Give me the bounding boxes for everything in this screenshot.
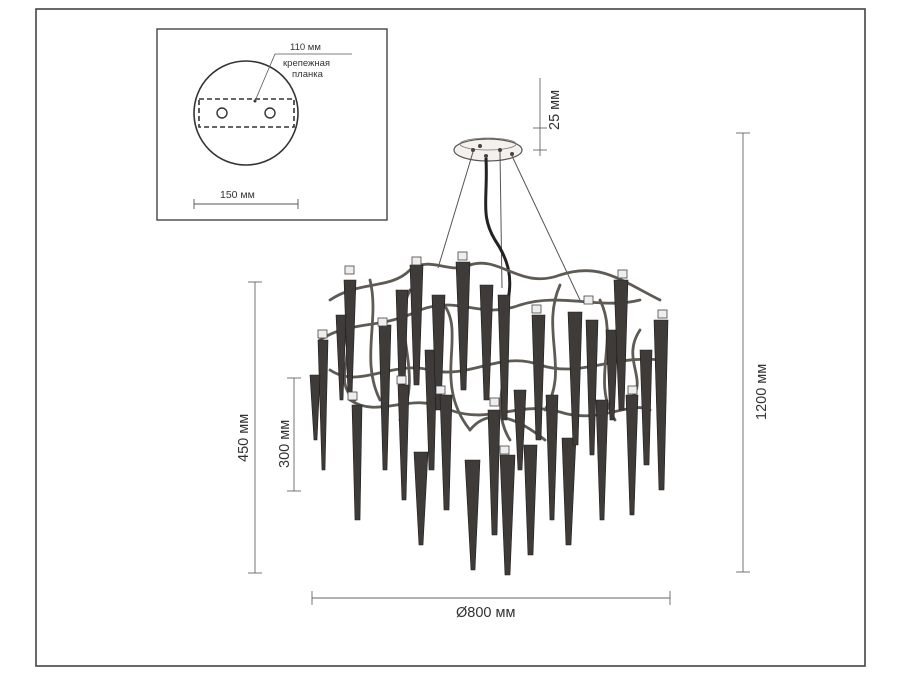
bracket-leader-line: [254, 53, 276, 102]
pendant-caps: [317, 251, 668, 455]
bracket-width-label: 110 мм: [290, 42, 321, 53]
bracket-hole-left: [216, 107, 228, 119]
total-height-label: 1200 мм: [754, 364, 770, 420]
drawing-frame: [35, 8, 866, 667]
plate-diameter-label: 150 мм: [220, 189, 255, 201]
bracket-name-line2: планка: [292, 69, 324, 80]
dimension-canopy: [533, 78, 547, 156]
mount-detail-inset: 110 мм крепежная планка 150 мм: [156, 28, 388, 221]
mounting-bracket: [198, 98, 295, 128]
inner-height-label: 300 мм: [277, 420, 293, 468]
diameter-label: Ø800 мм: [456, 605, 515, 621]
inset-frame: [156, 28, 388, 221]
dimension-total-height: [736, 132, 750, 573]
suspension-cables: [437, 151, 581, 301]
dimension-diameter: [311, 591, 671, 605]
body-height-label: 450 мм: [236, 414, 252, 462]
chandelier-illustration: [309, 137, 669, 576]
crystal-pendants: [309, 261, 669, 576]
canopy-height-label: 25 мм: [547, 90, 563, 130]
ceiling-plate: [193, 60, 299, 166]
bracket-name-line1: крепежная: [283, 58, 330, 69]
dimension-inner-height: [287, 377, 301, 492]
bracket-hole-right: [264, 107, 276, 119]
dimension-body-height: [248, 281, 262, 574]
